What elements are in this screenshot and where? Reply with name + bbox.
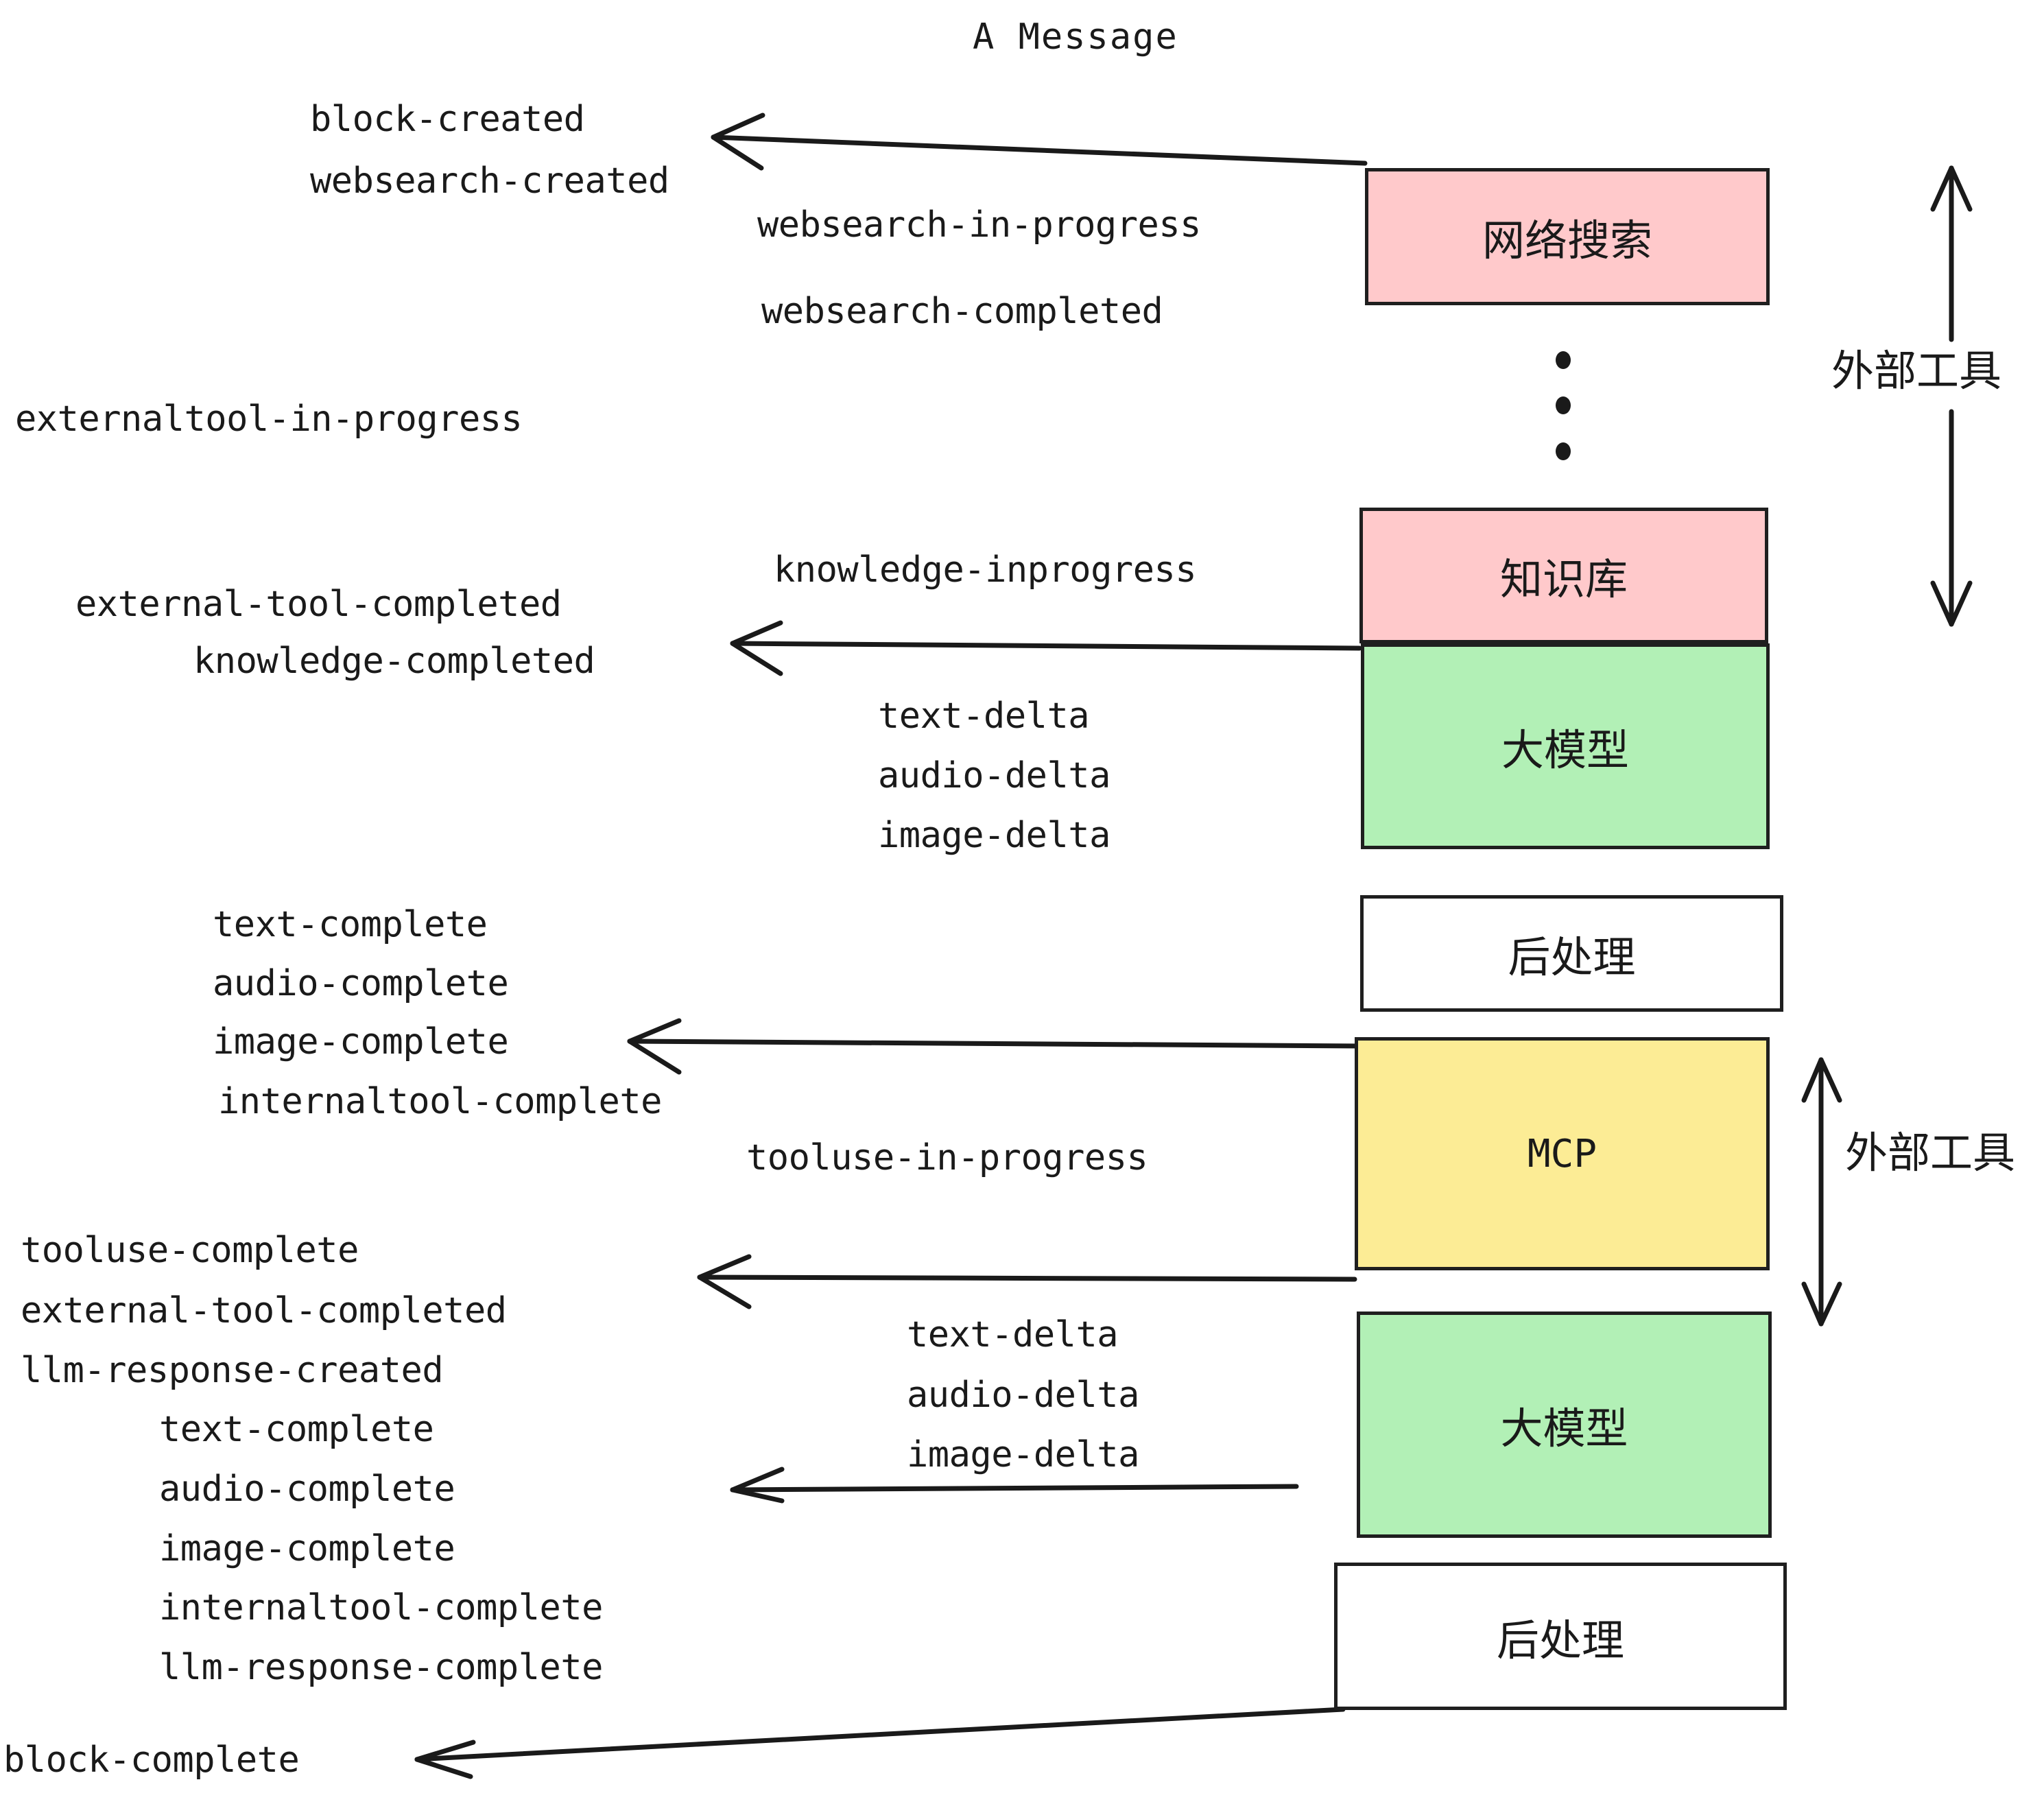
node-llm-second-label: 大模型 <box>1500 1403 1628 1453</box>
page-title: A Message <box>973 16 1178 58</box>
event-label-external-tool-completed-2: external-tool-completed <box>21 1290 507 1331</box>
node-websearch-label: 网络搜索 <box>1482 215 1652 265</box>
event-label-audio-complete-2: audio-complete <box>159 1469 455 1510</box>
event-label-websearch-in-progress: websearch-in-progress <box>757 204 1201 246</box>
node-llm-first[interactable]: 大模型 <box>1361 643 1770 849</box>
event-label-tooluse-complete: tooluse-complete <box>21 1230 359 1271</box>
ellipsis-dot <box>1556 442 1571 460</box>
event-label-image-delta-1: image-delta <box>878 815 1110 856</box>
node-knowledge-label: 知识库 <box>1499 554 1628 604</box>
event-label-websearch-created: websearch-created <box>310 161 669 202</box>
node-websearch[interactable]: 网络搜索 <box>1365 168 1770 305</box>
event-label-text-delta-1: text-delta <box>878 696 1090 737</box>
event-label-internaltool-complete-1: internaltool-complete <box>218 1081 662 1122</box>
arrow-websearch-to-events <box>711 134 1368 166</box>
node-postprocess-second[interactable]: 后处理 <box>1334 1563 1787 1710</box>
node-postprocess-first-label: 后处理 <box>1508 932 1636 982</box>
node-llm-second[interactable]: 大模型 <box>1357 1312 1772 1538</box>
side-label-external-tool-top: 外部工具 <box>1831 346 2002 396</box>
event-label-text-delta-2: text-delta <box>907 1314 1119 1355</box>
event-label-externaltool-in-progress: externaltool-in-progress <box>15 399 523 440</box>
event-label-audio-complete-1: audio-complete <box>213 963 509 1004</box>
event-label-llm-response-created: llm-response-created <box>21 1350 444 1391</box>
arrow-mcp-to-events <box>697 1274 1357 1282</box>
event-label-image-complete-1: image-complete <box>213 1021 509 1063</box>
event-label-block-complete: block-complete <box>3 1740 300 1781</box>
event-label-image-delta-2: image-delta <box>907 1434 1139 1475</box>
arrow-post2-to-block-complete <box>414 1707 1346 1762</box>
event-label-external-tool-completed-1: external-tool-completed <box>75 584 562 625</box>
node-knowledge[interactable]: 知识库 <box>1359 508 1768 643</box>
node-postprocess-first[interactable]: 后处理 <box>1360 895 1783 1012</box>
event-label-internaltool-complete-2: internaltool-complete <box>159 1587 603 1628</box>
event-label-websearch-completed: websearch-completed <box>761 291 1163 332</box>
event-label-image-complete-2: image-complete <box>159 1528 455 1569</box>
event-label-knowledge-completed: knowledge-completed <box>193 641 595 682</box>
arrow-llm2-to-events <box>730 1484 1299 1493</box>
side-label-external-tool-bottom: 外部工具 <box>1845 1128 2016 1178</box>
ellipsis-dot <box>1556 396 1571 414</box>
node-postprocess-second-label: 后处理 <box>1496 1615 1624 1665</box>
event-label-block-created: block-created <box>310 99 585 140</box>
ellipsis-dot <box>1556 351 1571 369</box>
event-label-knowledge-inprogress: knowledge-inprogress <box>774 549 1197 591</box>
event-label-text-complete-1: text-complete <box>213 904 488 945</box>
event-label-llm-response-complete: llm-response-complete <box>159 1647 603 1688</box>
node-mcp-label: MCP <box>1527 1131 1597 1176</box>
event-label-text-complete-2: text-complete <box>159 1409 434 1450</box>
node-mcp[interactable]: MCP <box>1355 1037 1770 1270</box>
event-label-tooluse-in-progress: tooluse-in-progress <box>746 1137 1148 1178</box>
arrow-knowledge-to-events <box>730 641 1362 651</box>
event-label-audio-delta-1: audio-delta <box>878 755 1110 796</box>
node-llm-first-label: 大模型 <box>1501 725 1629 775</box>
event-label-audio-delta-2: audio-delta <box>907 1375 1139 1416</box>
arrow-llm1-to-events <box>627 1039 1364 1049</box>
